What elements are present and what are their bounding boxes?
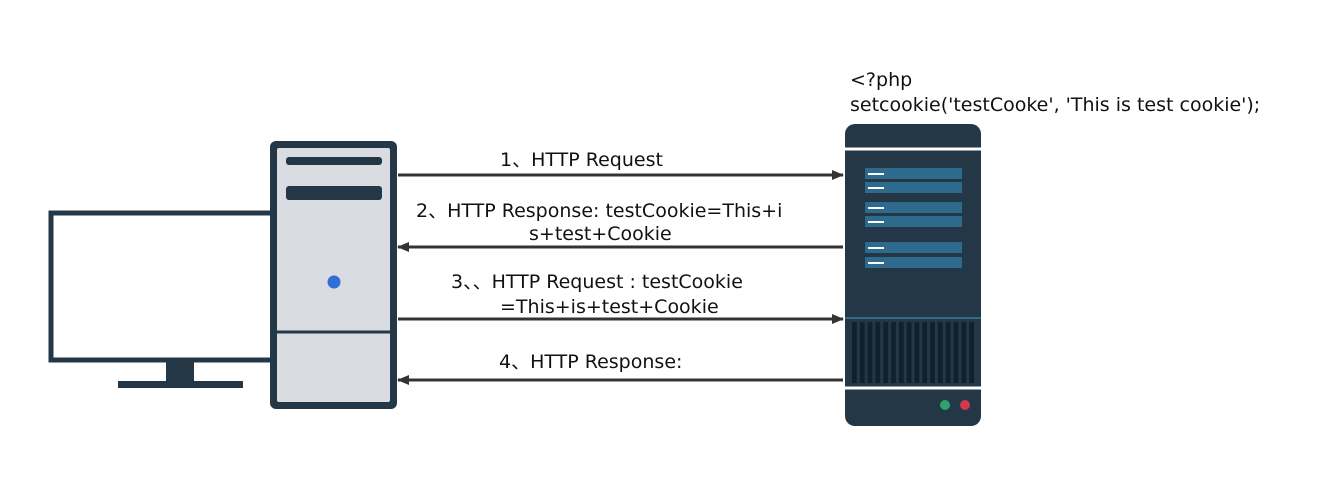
vent-slot	[852, 322, 857, 383]
php-setcookie-line: setcookie('testCooke', 'This is test coo…	[850, 94, 1260, 116]
vent-slot	[937, 322, 943, 383]
server-rack-icon	[845, 124, 981, 426]
monitor-base	[118, 381, 243, 388]
rack-slot-5	[865, 242, 962, 253]
tower-face	[277, 148, 390, 402]
rack-slot-light-4	[868, 221, 884, 223]
tower-drive-bay-2	[286, 186, 382, 200]
status-led-green-icon	[940, 400, 950, 410]
vent-slot	[906, 322, 912, 383]
php-open-tag: <?php	[850, 69, 912, 91]
client-monitor-icon	[48, 210, 312, 388]
vent-slot	[898, 322, 904, 383]
rack-slot-6	[865, 257, 962, 268]
status-led-red-icon	[960, 400, 970, 410]
vent-slot	[914, 322, 920, 383]
rack-vent-grille	[852, 322, 974, 383]
rack-slot-light-1	[868, 173, 884, 175]
rack-slot-4	[865, 216, 962, 227]
arrow-1-label: 1、HTTP Request	[500, 149, 663, 171]
vent-slot	[875, 322, 881, 383]
rack-slot-3	[865, 202, 962, 213]
client-tower-icon	[270, 141, 397, 409]
vent-slot	[867, 322, 873, 383]
rack-slot-light-6	[868, 262, 884, 264]
vent-slot	[883, 322, 889, 383]
tower-drive-bay-1	[286, 157, 382, 165]
vent-slot	[961, 322, 967, 383]
vent-slot	[859, 322, 865, 383]
vent-slot	[969, 322, 974, 383]
power-led-icon	[327, 275, 341, 289]
rack-slot-light-2	[868, 187, 884, 189]
vent-slot	[891, 322, 896, 383]
rack-slot-1	[865, 168, 962, 179]
monitor-screen	[48, 210, 312, 363]
rack-slot-2	[865, 182, 962, 193]
vent-slot	[922, 322, 928, 383]
arrow-2-label-line-2: s+test+Cookie	[529, 223, 672, 245]
arrow-4-label: 4、HTTP Response:	[499, 351, 682, 373]
monitor-neck	[166, 360, 194, 382]
rack-slot-light-5	[868, 247, 884, 249]
vent-slot	[953, 322, 959, 383]
arrow-3-label-line-1: 3、、HTTP Request : testCookie	[451, 271, 743, 293]
arrow-3-label-line-2: =This+is+test+Cookie	[500, 296, 719, 318]
vent-slot	[930, 322, 935, 383]
server-php-code: <?php setcookie('testCooke', 'This is te…	[850, 69, 1260, 116]
arrow-2-label-line-1: 2、HTTP Response: testCookie=This+i	[416, 200, 782, 222]
vent-slot	[945, 322, 951, 383]
rack-slot-light-3	[868, 207, 884, 209]
